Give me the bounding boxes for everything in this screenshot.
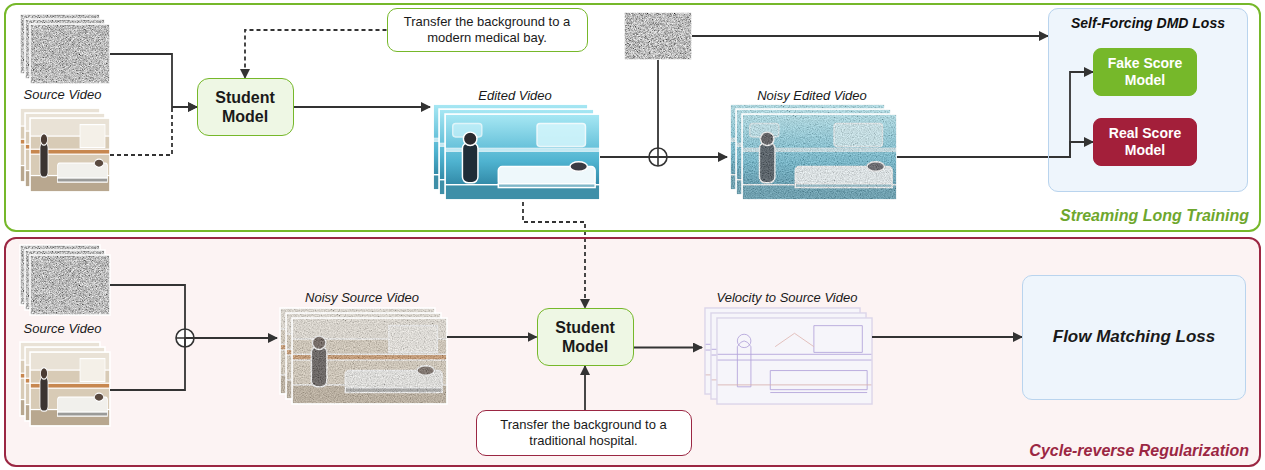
- noise-frame: [624, 12, 692, 60]
- panel-ground: [4, 237, 1261, 467]
- connector: [872, 336, 1022, 338]
- noise-frames: [20, 14, 110, 84]
- box-label: Student Model: [546, 318, 625, 356]
- velocity-frames: [705, 308, 872, 404]
- video-caption: Velocity to Source Video: [702, 289, 872, 306]
- connector: [897, 72, 1093, 157]
- box-label: Student Model: [206, 88, 285, 126]
- prompt-box: Transfer the background to a modern medi…: [387, 8, 588, 52]
- video-stack: Velocity to Source Video: [702, 289, 872, 406]
- score-model-box: Real Score Model: [1093, 118, 1197, 166]
- loss-ground: [1048, 8, 1248, 192]
- connector: [447, 336, 537, 338]
- box-label: Flow Matching Loss: [1053, 327, 1215, 347]
- video-caption: Source Video: [15, 320, 110, 337]
- connector: [634, 347, 703, 349]
- loss-box: Flow Matching Loss: [1022, 275, 1246, 400]
- video-frames: [730, 104, 897, 200]
- prompt-box: Transfer the background to a traditional…: [476, 410, 692, 456]
- connector: [245, 30, 387, 78]
- model-box: Student Model: [537, 308, 634, 366]
- video-stack: Edited Video: [430, 87, 600, 202]
- loss-panel: Self-Forcing DMD LossFake Score ModelRea…: [1048, 8, 1248, 192]
- video-caption: Edited Video: [430, 87, 600, 104]
- video-stack: Noisy Edited Video: [727, 87, 897, 202]
- video-caption: Noisy Source Video: [277, 289, 447, 306]
- box-label: Fake Score Model: [1102, 55, 1188, 89]
- stage-panel: Streaming Long Training Transfer the back…: [4, 3, 1261, 232]
- connector: [294, 106, 431, 108]
- noise-frames: [20, 245, 110, 315]
- video-frames: [20, 342, 110, 426]
- panel-ground: [4, 3, 1261, 232]
- video-stack: Source Video: [15, 320, 110, 428]
- noise-wires: [110, 36, 1048, 329]
- stage-title: Streaming Long Training: [1060, 207, 1249, 225]
- box-label: Real Score Model: [1102, 125, 1188, 159]
- box-label: Transfer the background to a modern medi…: [396, 14, 579, 45]
- video-frames: [433, 104, 600, 200]
- video-caption: Noisy Edited Video: [727, 87, 897, 104]
- video-frames: [280, 308, 447, 404]
- connector: [110, 107, 197, 155]
- stage-title: Cycle-reverse Regularization: [1029, 442, 1249, 460]
- connector: [584, 366, 586, 410]
- connector: [600, 156, 727, 158]
- video-stack: Noisy Source Video: [277, 289, 447, 406]
- connector: [897, 142, 1093, 157]
- model-box: Student Model: [197, 78, 294, 136]
- stage-panel: Cycle-reverse Regularization Source Video…: [4, 237, 1261, 467]
- loss-title: Self-Forcing DMD Loss: [1049, 15, 1247, 31]
- video-caption: Source Video: [15, 86, 110, 103]
- connector: [523, 202, 585, 308]
- video-frames: [20, 108, 110, 192]
- video-stack: Source Video: [15, 86, 110, 194]
- box-label: Transfer the background to a traditional…: [485, 417, 683, 448]
- connector: [110, 338, 277, 390]
- score-model-box: Fake Score Model: [1093, 48, 1197, 96]
